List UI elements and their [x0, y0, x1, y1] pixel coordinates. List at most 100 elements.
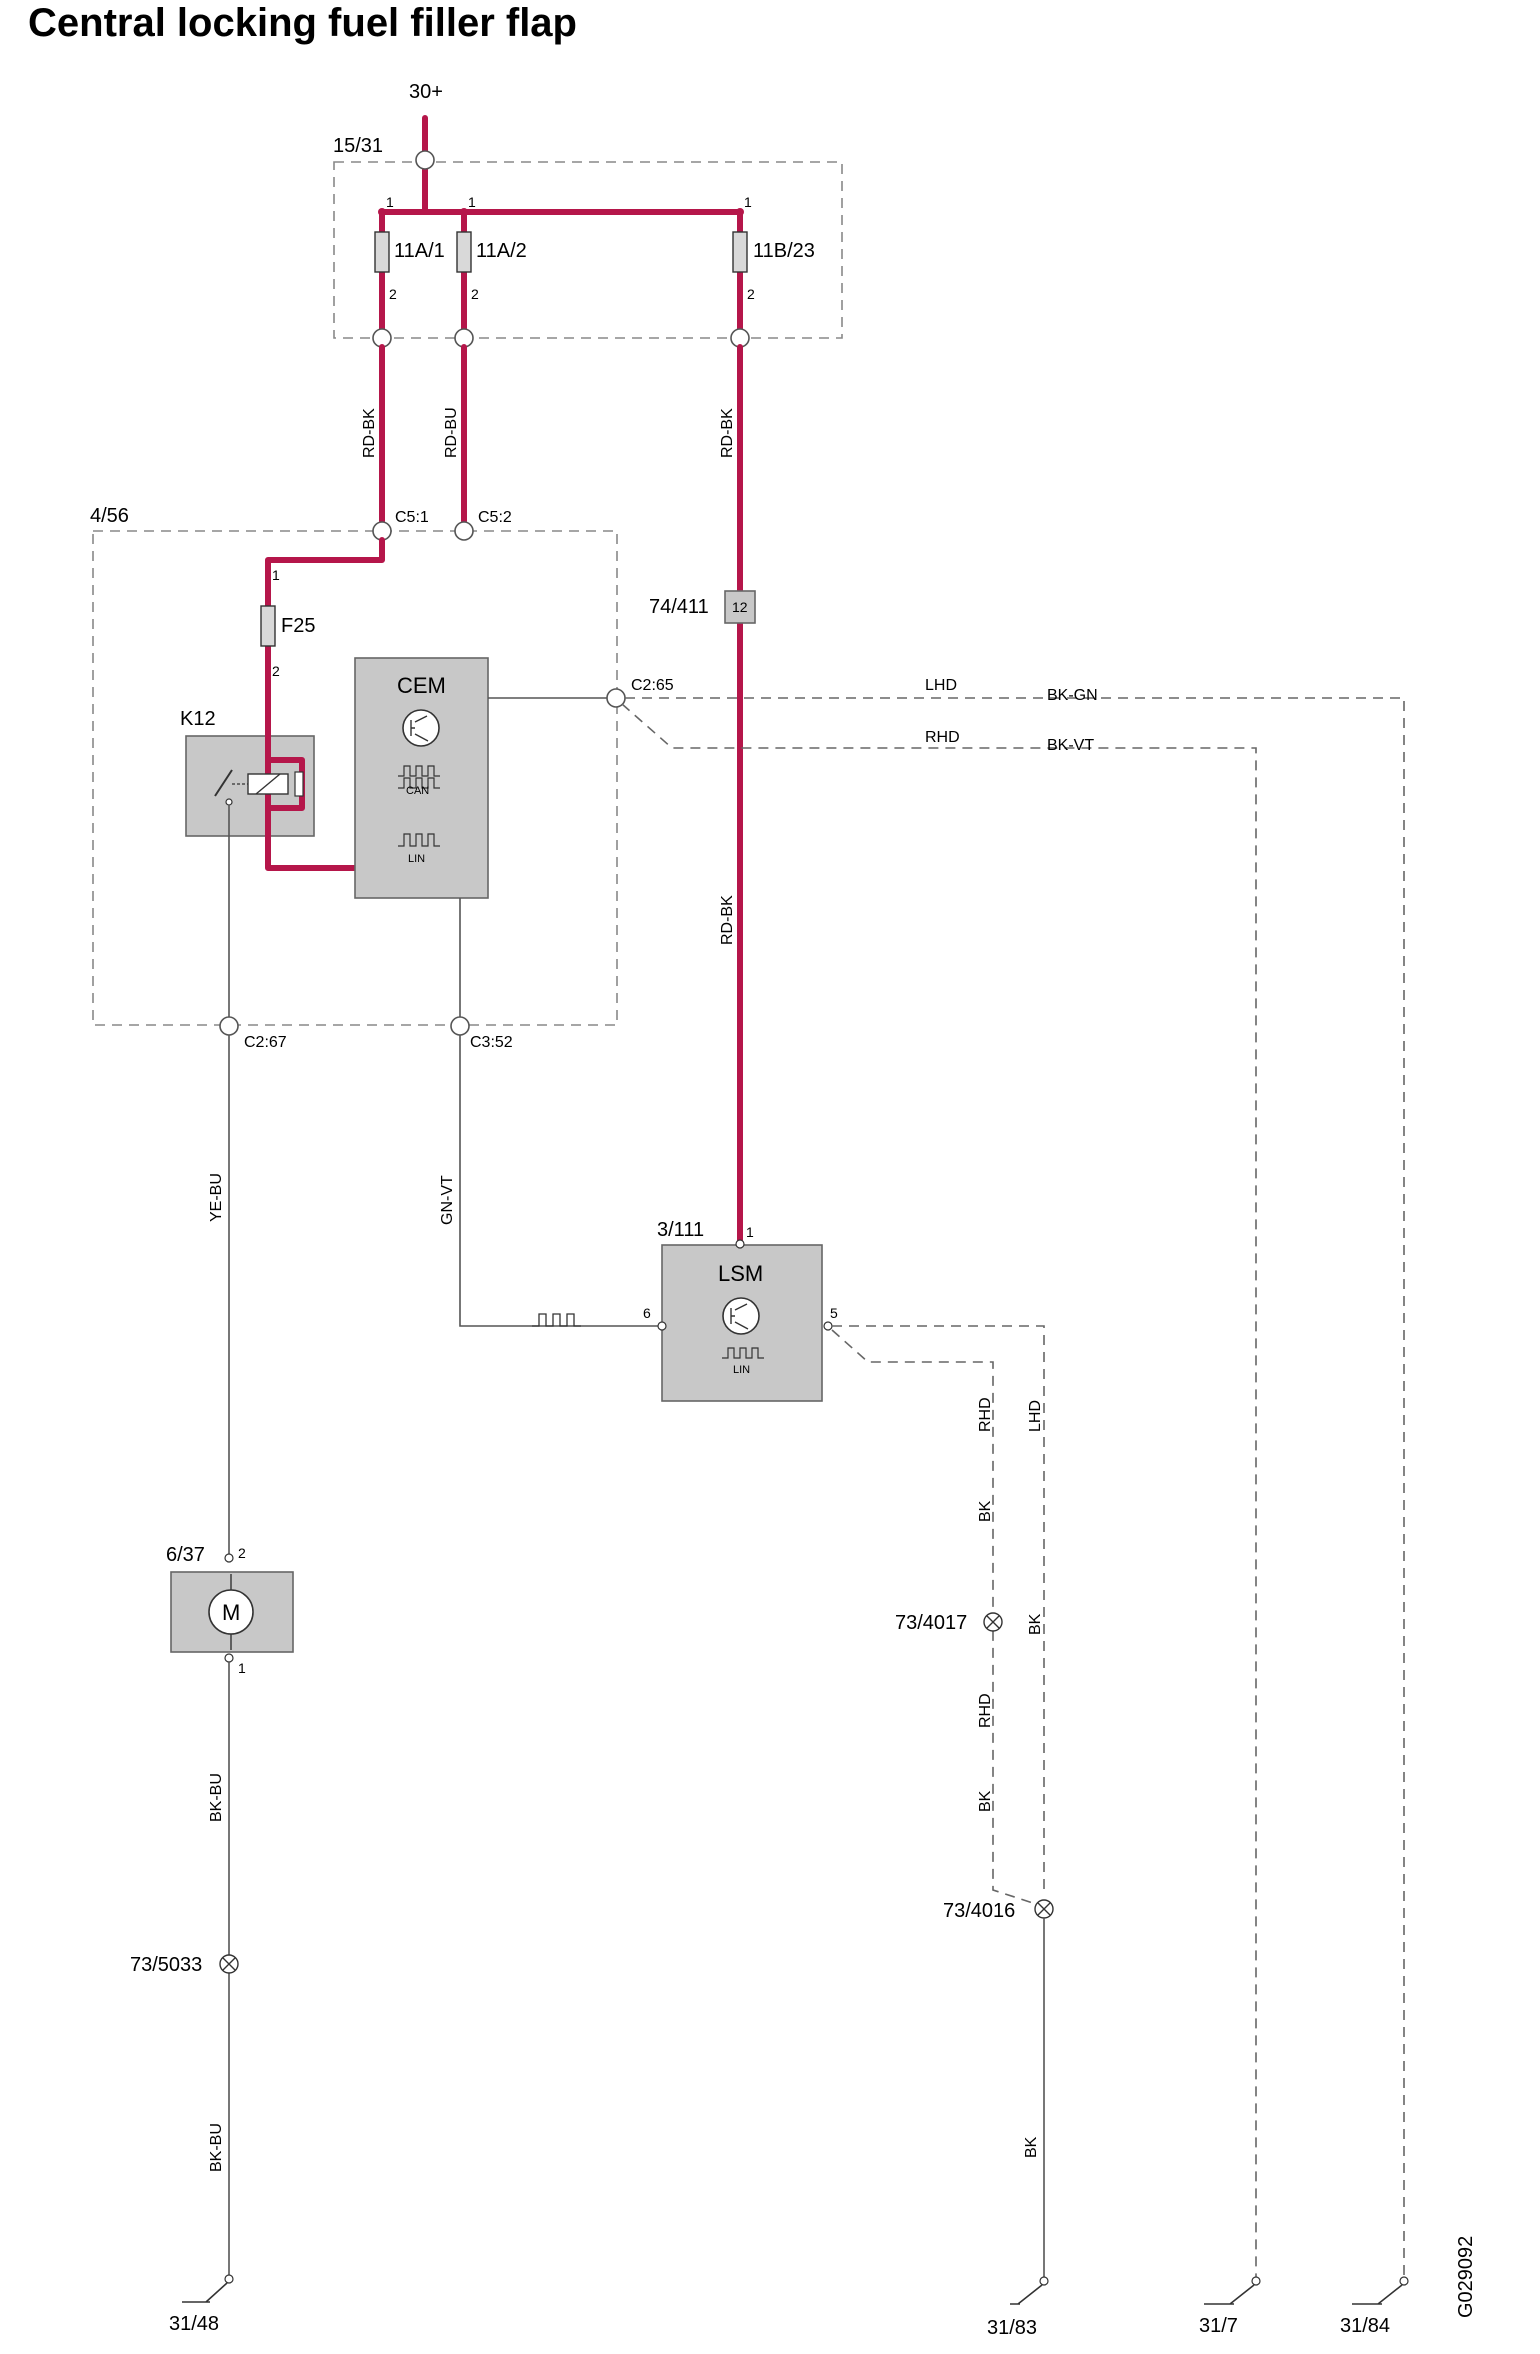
wire-label-rhd-1: RHD — [977, 1397, 994, 1432]
motor-id: 6/37 — [166, 1544, 205, 1566]
connector-c5-1-label: C5:1 — [395, 509, 429, 526]
ground-31-7: 31/7 — [1199, 2276, 1261, 2337]
fuse-11a2-pin-in: 1 — [468, 194, 476, 210]
motor-label: M — [222, 1600, 240, 1625]
fuse-f25-label: F25 — [281, 615, 315, 637]
lsm-pin5-terminal — [823, 1321, 833, 1331]
wire-label-bk-vt: BK-VT — [1047, 737, 1094, 754]
splice-73-5033-cross-icon — [222, 1957, 236, 1971]
diagram-title: Central locking fuel filler flap — [28, 1, 577, 45]
wire-lsm-lhd — [832, 1325, 1045, 1892]
ground-31-7-icon — [1204, 2284, 1255, 2305]
ground-31-83-terminal — [1039, 2276, 1049, 2286]
lsm-pin6-label: 6 — [643, 1305, 651, 1321]
k12-switch-contact — [214, 769, 233, 797]
fuse-11a1-label: 11A/1 — [394, 240, 445, 262]
fuse-11a2-pin-out: 2 — [471, 286, 479, 302]
ground-31-48: 31/48 — [169, 2274, 234, 2335]
ground-31-7-label: 31/7 — [1199, 2315, 1238, 2337]
fuse-11a1 — [374, 231, 390, 273]
ground-31-83-label: 31/83 — [987, 2317, 1037, 2339]
connector-c5-2 — [454, 521, 474, 541]
wire-label-bk-l: BK — [1027, 1613, 1044, 1635]
fuse-11b23-pin-out: 2 — [747, 286, 755, 302]
wire-lhd-bk-gn — [625, 697, 1405, 2278]
fuse-f25-pin1: 1 — [272, 567, 280, 583]
k12-coil-diode — [294, 771, 304, 797]
splice-74-411 — [724, 590, 756, 624]
connector-c2-65-label: C2:65 — [631, 677, 674, 694]
wire-lsm-rhd — [831, 1329, 1037, 1905]
fuse-11a1-pin-out: 2 — [389, 286, 397, 302]
lsm-transistor-icon — [722, 1297, 760, 1335]
lsm-pin1-label: 1 — [746, 1224, 754, 1240]
connector-c3-52-label: C3:52 — [470, 1034, 513, 1051]
wire-label-bk-r2: BK — [977, 1790, 994, 1812]
supply-node — [415, 150, 435, 170]
fuse-11a2-label: 11A/2 — [476, 240, 527, 262]
wire-label-lhd: LHD — [1027, 1400, 1044, 1432]
splice-73-4017-label: 73/4017 — [895, 1612, 967, 1634]
wire-label-rd-bk-a: RD-BK — [361, 408, 378, 458]
connector-c2-67 — [219, 1016, 239, 1036]
motor-pin1-label: 1 — [238, 1660, 246, 1676]
connector-c3-52 — [450, 1016, 470, 1036]
wire-label-gn-vt: GN-VT — [439, 1175, 456, 1225]
lin-signal-icon — [532, 1313, 581, 1327]
fuse-11a1-pin-in: 1 — [386, 194, 394, 210]
lsm-pin6-terminal — [657, 1321, 667, 1331]
lsm-pin1-terminal — [735, 1239, 745, 1249]
lsm-id: 3/111 — [657, 1219, 704, 1241]
wire-gn-vt — [459, 1035, 662, 1327]
splice-73-4017-cross-icon — [986, 1615, 1000, 1629]
wire-rhd-bk-vt — [621, 703, 1257, 2278]
ground-31-83-icon — [1010, 2284, 1043, 2305]
cem-box-id: 4/56 — [90, 505, 129, 527]
relay-k12 — [185, 735, 315, 837]
wire-label-rd-bk-c: RD-BK — [719, 895, 736, 945]
cem-can-signal-icon — [398, 765, 440, 789]
lsm-lin-signal-icon — [722, 1347, 764, 1359]
fuse-11b23-label: 11B/23 — [753, 240, 815, 262]
splice-id: 74/411 — [649, 596, 709, 618]
lsm-transistor-glyph — [730, 1303, 749, 1330]
connector-c2-67-label: C2:67 — [244, 1034, 287, 1051]
fuse-f25 — [260, 605, 276, 647]
fuse-11b23 — [732, 231, 748, 273]
splice-pin: 12 — [732, 599, 748, 615]
cem-lin-signal-icon — [398, 833, 440, 847]
ground-31-84-icon — [1352, 2284, 1403, 2305]
wire-label-rd-bk-b: RD-BK — [719, 408, 736, 458]
wire-label-ye-bu: YE-BU — [208, 1173, 225, 1222]
cem-lhd-label: LHD — [925, 677, 957, 694]
motor-pin2-label: 2 — [238, 1545, 246, 1561]
k12-coil-slash — [255, 773, 281, 795]
fuse-11b23-pin-in: 1 — [744, 194, 752, 210]
cem-lin-label: LIN — [408, 853, 425, 865]
wire-label-bk-bu-1: BK-BU — [208, 1773, 225, 1822]
ground-31-7-terminal — [1251, 2276, 1261, 2286]
ground-31-48-label: 31/48 — [169, 2313, 219, 2335]
figure-id: G029092 — [1455, 2236, 1477, 2318]
splice-73-4016-label: 73/4016 — [943, 1900, 1015, 1922]
motor-pin2-terminal — [224, 1553, 234, 1563]
cem-box-outline — [92, 530, 618, 1026]
supply-label: 30+ — [409, 81, 443, 103]
wire-k12-to-cem — [265, 697, 358, 871]
fuse-box-id: 15/31 — [333, 135, 383, 157]
ground-31-84-label: 31/84 — [1340, 2315, 1390, 2337]
splice-73-4016-cross-icon — [1037, 1902, 1051, 1916]
wire-label-bk-gn: BK-GN — [1047, 687, 1098, 704]
ground-31-48-icon — [182, 2282, 228, 2303]
connector-c5-2-label: C5:2 — [478, 509, 512, 526]
ground-31-84-terminal — [1399, 2276, 1409, 2286]
fuse-box-outline — [333, 161, 843, 339]
ground-31-48-terminal — [224, 2274, 234, 2284]
wire-label-rhd-2: RHD — [977, 1693, 994, 1728]
k12-switch-terminal — [225, 798, 233, 806]
cem-transistor-icon — [402, 709, 440, 747]
wire-label-bk-r1: BK — [977, 1500, 994, 1522]
fuse-11a2 — [456, 231, 472, 273]
relay-k12-label: K12 — [180, 708, 216, 730]
